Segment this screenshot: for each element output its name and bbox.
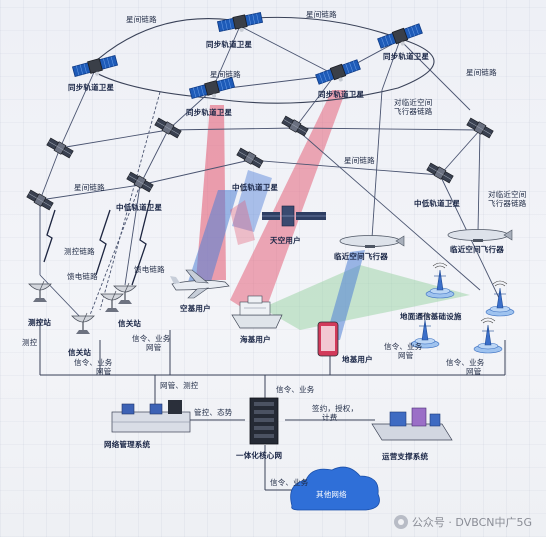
dashed-link-lines bbox=[89, 91, 161, 316]
watermark-text: 公众号 · DVBCN中广5G bbox=[411, 516, 532, 529]
space-station-icon bbox=[262, 205, 326, 227]
leo-satellite-3 bbox=[280, 114, 310, 138]
label-near-space-link2-a: 对临近空间 bbox=[488, 190, 527, 199]
label-leo-right: 中低轨道卫星 bbox=[414, 199, 461, 208]
label-geo-left: 同步轨道卫星 bbox=[68, 83, 115, 92]
leo-satellite-6 bbox=[125, 170, 155, 194]
label-signaling-service-top: 信令、业务 bbox=[276, 385, 315, 394]
label-geo-right: 同步轨道卫星 bbox=[383, 52, 430, 61]
cloud-icon bbox=[290, 466, 380, 511]
label-signaling-mgmt2-a: 信令、业务 bbox=[74, 358, 113, 367]
ship-icon bbox=[231, 295, 283, 329]
label-sea-user: 海基用户 bbox=[240, 335, 271, 344]
label-air-user: 空基用户 bbox=[180, 304, 211, 313]
label-tt-1: 测控 bbox=[22, 338, 38, 347]
label-other-networks: 其他网络 bbox=[316, 490, 347, 499]
label-ground-user: 地基用户 bbox=[342, 355, 373, 364]
blue-beam-2 bbox=[232, 170, 272, 232]
tt-station-dish bbox=[28, 280, 52, 303]
label-sign-auth-b: 计费 bbox=[322, 413, 338, 422]
label-leo-left: 中低轨道卫星 bbox=[116, 203, 163, 212]
geo-satellite-top bbox=[216, 11, 265, 37]
airplane-icon bbox=[170, 269, 230, 299]
green-beam-1 bbox=[262, 265, 470, 330]
ops-support-system-icon bbox=[371, 407, 453, 441]
label-isl-left: 星间链路 bbox=[74, 183, 105, 192]
network-mgmt-system-icon bbox=[111, 400, 191, 433]
leo-satellite-1 bbox=[45, 136, 75, 160]
ground-tower-2 bbox=[485, 280, 515, 317]
label-integrated-core: 一体化核心网 bbox=[236, 451, 283, 460]
label-near-space-vehicle1: 临近空间飞行器 bbox=[334, 252, 388, 261]
blue-beam-3 bbox=[325, 250, 365, 340]
label-space-user: 天空用户 bbox=[270, 236, 301, 245]
label-near-space-link-b: 飞行器链路 bbox=[394, 107, 433, 116]
near-space-airship-1 bbox=[339, 235, 405, 249]
label-mgmt-tt: 网管、测控 bbox=[160, 381, 199, 390]
label-signaling-mgmt4-a: 信令、业务 bbox=[446, 358, 485, 367]
gateway-dish-2 bbox=[113, 282, 137, 305]
label-geo-top: 同步轨道卫星 bbox=[206, 40, 253, 49]
link-lines bbox=[39, 25, 501, 321]
server-rack-icon bbox=[249, 397, 279, 445]
label-signaling-mgmt3-a: 信令、业务 bbox=[384, 342, 423, 351]
label-isl-mid: 星间链路 bbox=[210, 70, 241, 79]
phone-icon bbox=[317, 321, 339, 357]
label-isl-center: 星间链路 bbox=[344, 156, 375, 165]
label-tt-station: 测控站 bbox=[28, 318, 52, 327]
wechat-icon bbox=[393, 515, 408, 529]
label-control-situation: 管控、态势 bbox=[194, 408, 233, 417]
leo-satellite-2 bbox=[153, 116, 183, 140]
label-network-mgmt-system: 网络管理系统 bbox=[104, 440, 151, 449]
label-sign-auth-a: 签约，授权， bbox=[312, 404, 359, 413]
label-feeder-link-2: 馈电链路 bbox=[134, 265, 165, 274]
label-geo-right2: 同步轨道卫星 bbox=[318, 90, 365, 99]
label-gateway-2: 信关站 bbox=[118, 319, 142, 328]
blue-beam-1 bbox=[188, 190, 238, 285]
label-near-space-link-a: 对临近空间 bbox=[394, 98, 433, 107]
label-feeder-link-1: 馈电链路 bbox=[67, 272, 98, 281]
label-isl-far-right: 星间链路 bbox=[466, 68, 497, 77]
geo-orbit-ring bbox=[87, 16, 435, 104]
label-signaling-mgmt1-a: 信令、业务 bbox=[132, 334, 171, 343]
geo-satellite-left bbox=[71, 54, 120, 82]
label-isl-top-left: 星间链路 bbox=[126, 15, 157, 24]
geo-satellite-right2 bbox=[314, 58, 363, 90]
label-signaling-mgmt2-b: 网管 bbox=[96, 367, 112, 376]
gateway-dish-1 bbox=[71, 312, 95, 335]
label-signaling-mgmt1-b: 网管 bbox=[146, 343, 162, 352]
label-near-space-link2-b: 飞行器链路 bbox=[488, 199, 527, 208]
ground-tower-1 bbox=[425, 262, 455, 299]
label-isl-top-right: 星间链路 bbox=[306, 10, 337, 19]
label-signaling-mgmt4-b: 网管 bbox=[466, 367, 482, 376]
leo-satellite-7 bbox=[235, 146, 265, 170]
label-signaling-service-bottom: 信令、业务 bbox=[270, 478, 309, 487]
gateway-dish-3 bbox=[100, 290, 124, 313]
leo-satellite-8 bbox=[425, 161, 455, 185]
label-ground-infra: 地面通信基础设施 bbox=[400, 312, 462, 321]
label-gateway-1: 信关站 bbox=[68, 348, 92, 357]
label-near-space-vehicle2: 临近空间飞行器 bbox=[450, 245, 504, 254]
near-space-airship-2 bbox=[447, 229, 513, 243]
label-leo-center: 中低轨道卫星 bbox=[232, 183, 279, 192]
label-signaling-mgmt3-b: 网管 bbox=[398, 351, 414, 360]
label-ops-support-system: 运营支撑系统 bbox=[382, 452, 429, 461]
feeder-links bbox=[43, 199, 151, 286]
geo-satellite-center bbox=[188, 76, 237, 104]
core-tree-lines bbox=[39, 320, 506, 491]
label-tt-link: 测控链路 bbox=[64, 247, 95, 256]
label-geo-center: 同步轨道卫星 bbox=[186, 108, 233, 117]
ground-tower-3 bbox=[473, 317, 503, 354]
watermark: 公众号 · DVBCN中广5G bbox=[393, 514, 532, 530]
red-beam-3 bbox=[230, 200, 255, 245]
